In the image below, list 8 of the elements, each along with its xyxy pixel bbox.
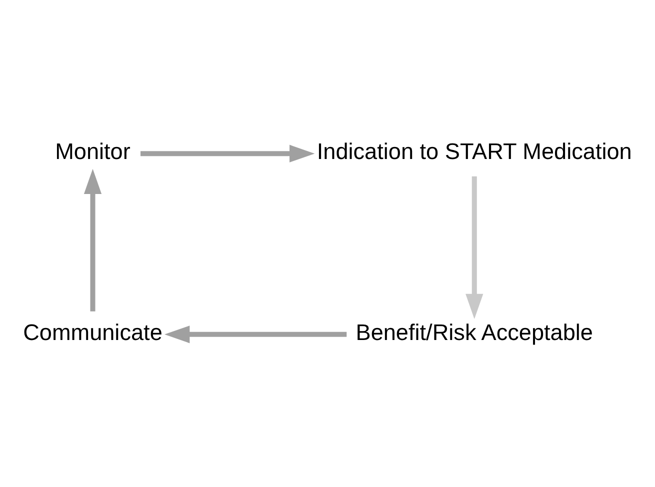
arrow [164,325,347,343]
node-text: Indication to START Medication [316,138,632,164]
arrow [140,144,315,162]
arrow [466,176,484,319]
node-text: Communicate [23,319,162,344]
node-text: Monitor [55,138,130,164]
node-text: Benefit/Risk Acceptable [356,319,593,344]
arrow [84,168,102,311]
